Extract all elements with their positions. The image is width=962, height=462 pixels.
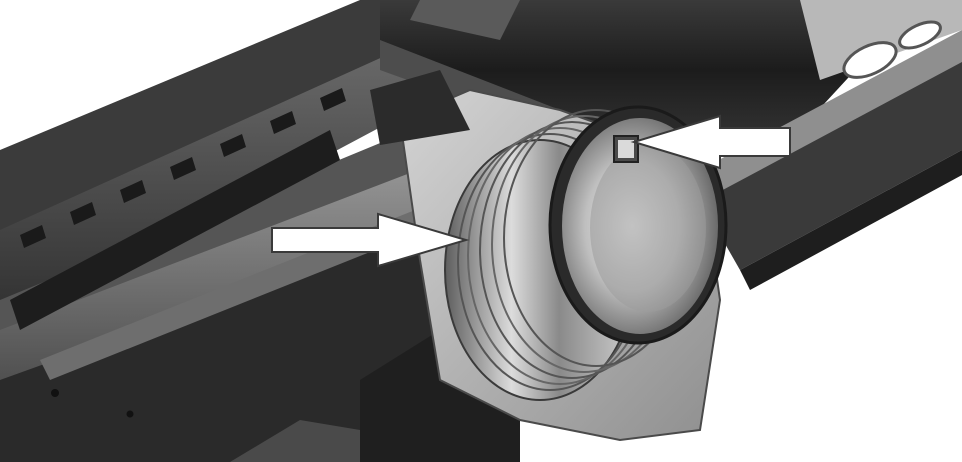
- lower-lug: [230, 420, 360, 462]
- arrow-threads: [271, 212, 470, 268]
- handguard: [700, 0, 962, 290]
- face-tab: [370, 70, 470, 145]
- pin-hole: [51, 389, 59, 397]
- rail-teeth: [20, 88, 346, 248]
- barrel-extension-index-notch: [613, 135, 639, 163]
- pin-hole: [126, 410, 134, 418]
- barrel-extension-bore: [548, 105, 728, 345]
- arrow-index-pin: [630, 114, 791, 170]
